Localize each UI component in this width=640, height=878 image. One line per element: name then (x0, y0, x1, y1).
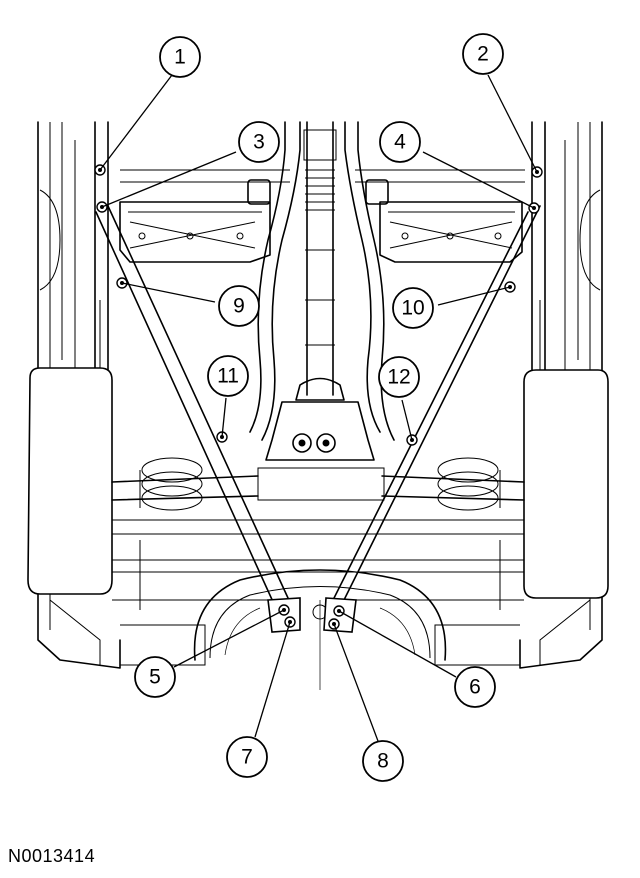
callout-12-label: 12 (387, 366, 410, 389)
callout-7-label: 7 (241, 746, 253, 769)
callout-4: 4 (379, 121, 421, 163)
callout-6-label: 6 (469, 676, 481, 699)
left-upper-panel (119, 169, 290, 263)
right-coil-spring (437, 457, 499, 511)
callout-9: 9 (218, 285, 260, 327)
callout-6: 6 (454, 666, 496, 708)
callout-11: 11 (207, 355, 249, 397)
rear-axle (111, 470, 525, 508)
drive-shaft (295, 121, 345, 401)
spare-tire (193, 569, 447, 690)
callout-1-label: 1 (174, 46, 186, 69)
callout-5: 5 (134, 656, 176, 698)
callout-12: 12 (378, 356, 420, 398)
callout-3-label: 3 (253, 131, 265, 154)
callout-2: 2 (462, 33, 504, 75)
rear-differential (257, 401, 385, 501)
callout-11-label: 11 (217, 365, 239, 388)
callout-8-label: 8 (377, 750, 389, 773)
fasteners (94, 164, 543, 630)
frame-rails (94, 121, 546, 561)
left-rear-wheel (27, 367, 113, 595)
right-upper-panel (355, 169, 525, 263)
callout-10-label: 10 (401, 297, 424, 320)
right-rear-wheel (523, 369, 609, 599)
bolt-6 (333, 605, 345, 617)
callout-1: 1 (159, 36, 201, 78)
callout-10: 10 (392, 287, 434, 329)
callout-7: 7 (226, 736, 268, 778)
left-coil-spring (141, 457, 203, 511)
x-brace-right-arm (325, 205, 541, 615)
figure-id: N0013414 (8, 846, 96, 866)
lower-crossmembers (112, 519, 524, 610)
callout-4-label: 4 (394, 131, 406, 154)
callout-9-label: 9 (233, 295, 245, 318)
x-brace-left-arm (95, 205, 289, 605)
callout-2-label: 2 (477, 43, 489, 66)
callout-leaders (99, 74, 538, 742)
callout-3: 3 (238, 121, 280, 163)
exhaust-pipes (249, 121, 395, 441)
callout-5-label: 5 (149, 666, 161, 689)
callout-8: 8 (362, 740, 404, 782)
